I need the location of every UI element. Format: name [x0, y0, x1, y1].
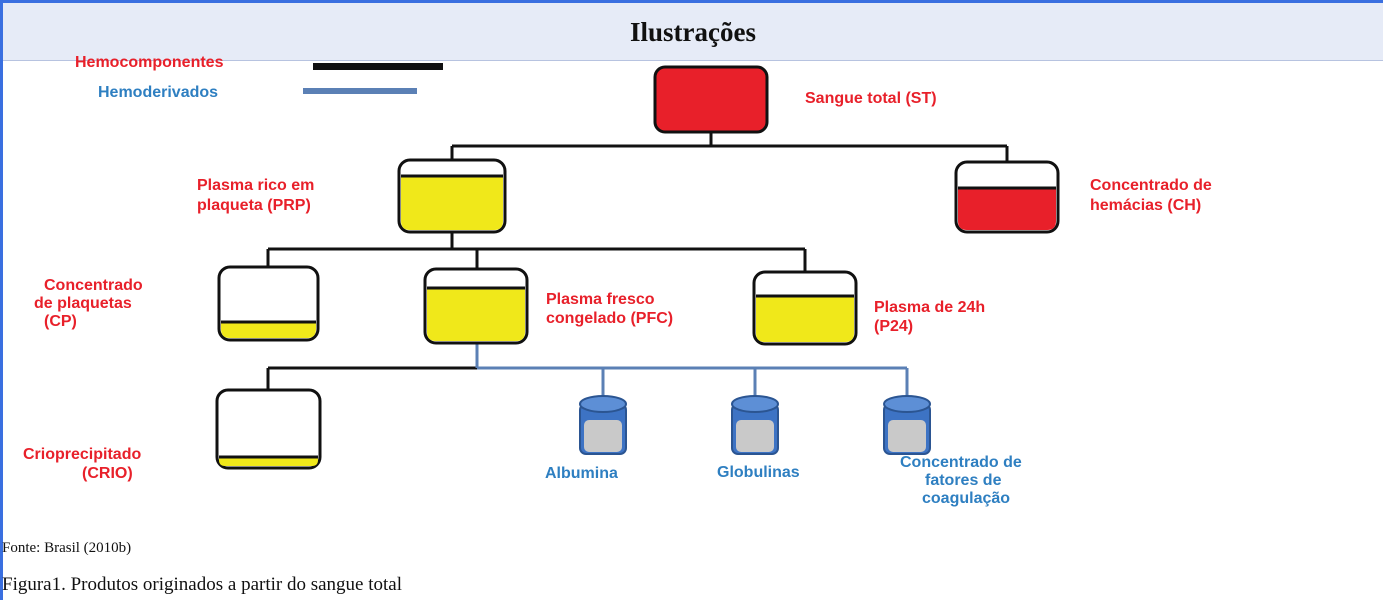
hemocomponent-connectors	[266, 132, 1009, 390]
legend-black-line	[313, 63, 443, 70]
legend-blue-line	[303, 88, 417, 94]
vial-fatores	[883, 395, 931, 455]
label-p24-line2: (P24)	[874, 318, 913, 335]
label-cp-line1: Concentrado	[44, 277, 143, 294]
label-globulinas: Globulinas	[717, 464, 800, 481]
bag-sangue-total	[653, 65, 769, 134]
label-prp-line1: Plasma rico em	[197, 177, 314, 194]
label-crio-line2: (CRIO)	[82, 465, 133, 482]
label-cp-line3: (CP)	[44, 313, 77, 330]
bag-p24	[752, 270, 858, 346]
label-pfc-line1: Plasma fresco	[546, 291, 655, 308]
label-sangue-total: Sangue total (ST)	[805, 90, 937, 107]
label-cp-line2: de plaquetas	[34, 295, 132, 312]
label-fatores-line3: coagulação	[922, 490, 1010, 507]
bag-cp	[217, 265, 320, 342]
legend-hemocomponentes-label: Hemocomponentes	[75, 54, 224, 71]
bag-prp	[397, 158, 507, 234]
label-ch-line2: hemácias (CH)	[1090, 197, 1201, 214]
bag-pfc	[423, 267, 529, 345]
page-title: Ilustrações	[630, 17, 756, 47]
header-bar: Ilustrações	[3, 3, 1383, 61]
vial-globulinas	[731, 395, 779, 455]
label-pfc-line2: congelado (PFC)	[546, 310, 673, 327]
legend-hemoderivados-label: Hemoderivados	[98, 84, 218, 101]
top-border	[0, 0, 1383, 3]
hemoderivative-connectors	[475, 343, 909, 398]
figure-caption: Figura1. Produtos originados a partir do…	[2, 574, 402, 595]
figure-source: Fonte: Brasil (2010b)	[2, 540, 132, 556]
label-prp-line2: plaqueta (PRP)	[197, 197, 311, 214]
label-p24-line1: Plasma de 24h	[874, 299, 985, 316]
label-fatores-line2: fatores de	[925, 472, 1002, 489]
label-ch-line1: Concentrado de	[1090, 177, 1212, 194]
label-albumina: Albumina	[545, 465, 618, 482]
label-crio-line1: Crioprecipitado	[23, 446, 141, 463]
vial-albumina	[579, 395, 627, 455]
label-fatores-line1: Concentrado de	[900, 454, 1022, 471]
bag-ch	[954, 160, 1060, 234]
bag-crio	[215, 388, 322, 470]
